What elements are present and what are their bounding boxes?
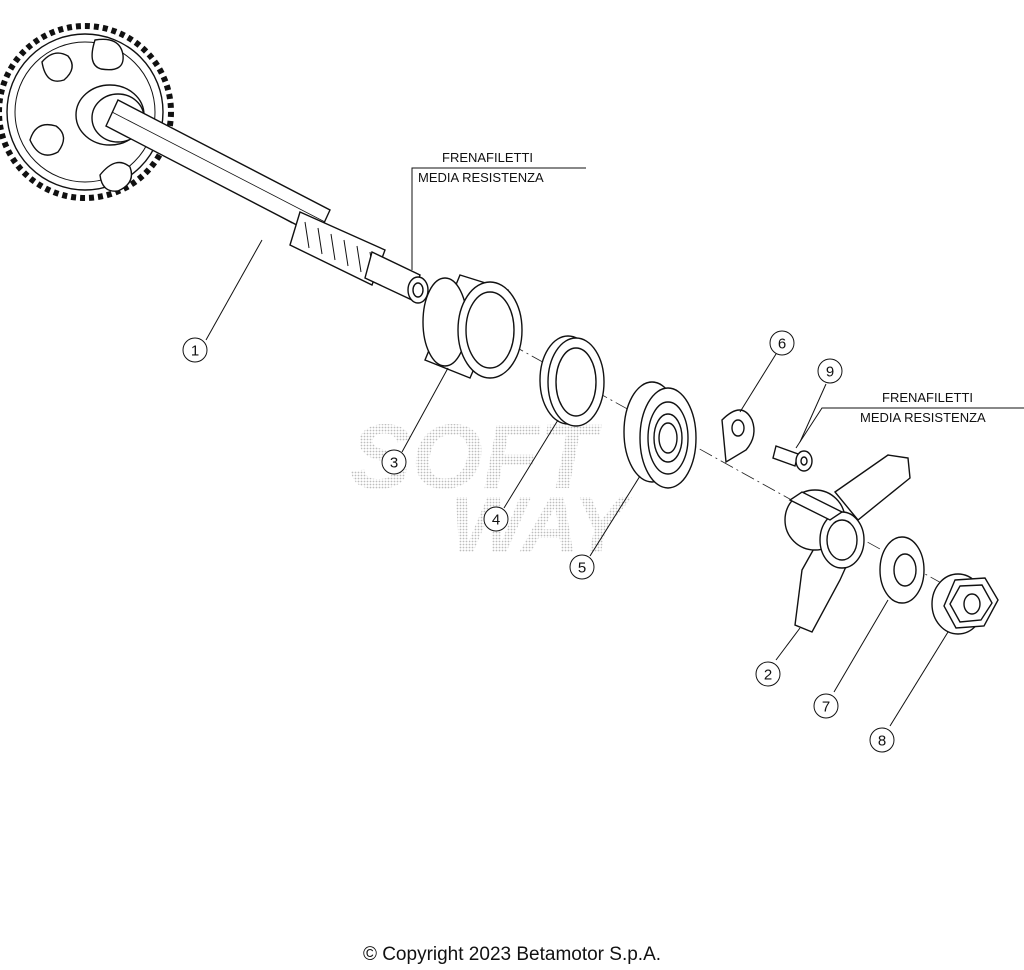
part-label-2: 2: [755, 661, 781, 687]
watermark: SOFT WAY: [350, 406, 633, 569]
sprocket-gear: [0, 23, 174, 201]
washer: [879, 536, 925, 604]
svg-text:9: 9: [826, 364, 834, 381]
svg-text:5: 5: [578, 560, 586, 577]
bearing: [623, 381, 697, 489]
leader-part-2: [775, 627, 801, 661]
lock-plate: [721, 409, 755, 464]
bushing: [422, 274, 523, 379]
part-label-4: 4: [483, 506, 509, 532]
svg-text:8: 8: [878, 733, 886, 750]
leader-part-3: [401, 367, 449, 453]
svg-text:2: 2: [764, 667, 772, 684]
svg-text:3: 3: [390, 455, 398, 472]
callout-1: FRENAFILETTI MEDIA RESISTENZA: [418, 150, 544, 185]
watermark-line2: WAY: [450, 480, 633, 569]
leader-part-1: [205, 239, 263, 341]
leader-part-4: [503, 419, 559, 509]
leader-part-7: [833, 599, 889, 693]
part-label-5: 5: [569, 554, 595, 580]
copyright-notice: © Copyright 2023 Betamotor S.p.A.: [362, 944, 662, 965]
part-labels: 1 2 3 4 5 6 7 8 9: [182, 330, 895, 753]
callout-leader-2: [795, 407, 1024, 449]
leader-part-5: [589, 475, 641, 557]
part-label-8: 8: [869, 727, 895, 753]
svg-text:6: 6: [778, 336, 786, 353]
flange-nut: [931, 573, 999, 635]
svg-text:1: 1: [191, 343, 199, 360]
svg-text:7: 7: [822, 699, 830, 716]
callout-2-line1: FRENAFILETTI: [882, 390, 973, 405]
part-label-6: 6: [769, 330, 795, 356]
svg-text:4: 4: [492, 512, 500, 529]
callout-2-line2: MEDIA RESISTENZA: [860, 410, 986, 425]
part-label-7: 7: [813, 693, 839, 719]
callout-2: FRENAFILETTI MEDIA RESISTENZA: [860, 390, 986, 425]
shaft: [105, 99, 429, 304]
leader-part-8: [889, 631, 949, 727]
oil-seal: [539, 335, 605, 427]
callout-1-line2: MEDIA RESISTENZA: [418, 170, 544, 185]
part-label-9: 9: [817, 358, 843, 384]
leader-part-9: [799, 383, 827, 443]
part-label-1: 1: [182, 337, 208, 363]
leader-lines: [205, 167, 1024, 727]
callout-leader-1: [411, 167, 586, 270]
lever-hub: [784, 454, 911, 633]
leader-part-6: [739, 353, 777, 413]
part-label-3: 3: [381, 449, 407, 475]
callout-1-line1: FRENAFILETTI: [442, 150, 533, 165]
screw: [772, 445, 813, 472]
